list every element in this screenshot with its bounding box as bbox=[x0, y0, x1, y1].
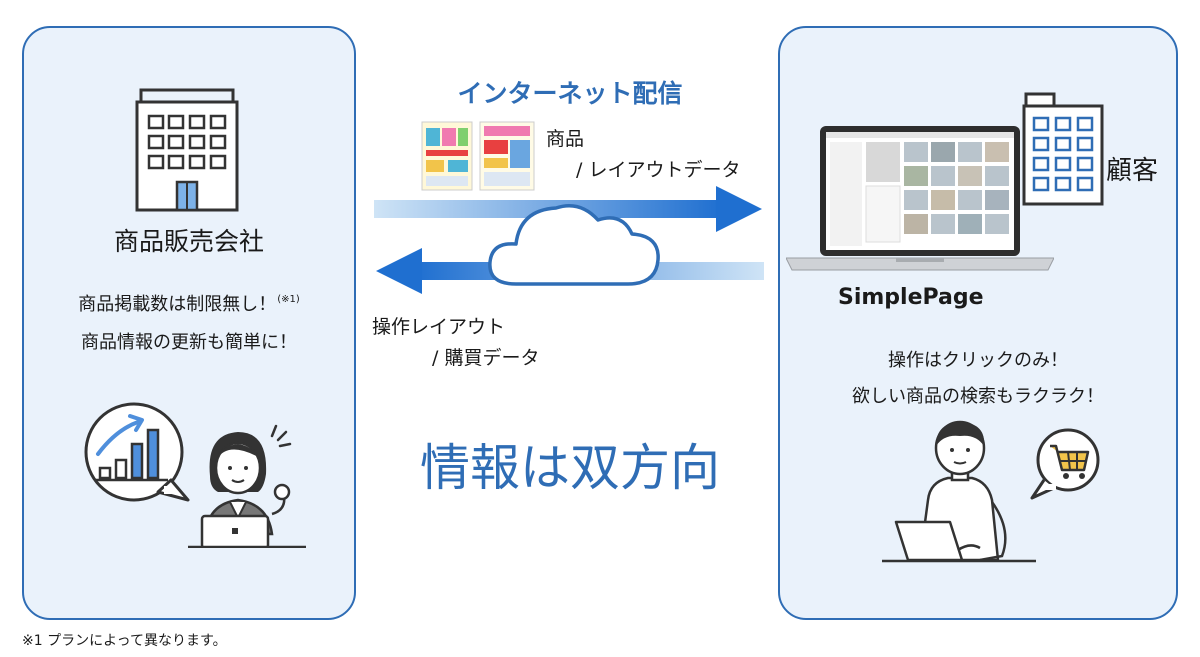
company-description-line2: 商品情報の更新も簡単に！ bbox=[81, 332, 297, 353]
man-laptop-icon bbox=[882, 420, 1036, 563]
data-cards-icon bbox=[421, 121, 535, 191]
download-label-line2: / レイアウトデータ bbox=[576, 159, 741, 181]
footnote: ※1 プランによって異なります。 bbox=[22, 633, 227, 649]
product-name: SimplePage bbox=[838, 285, 984, 310]
shopping-cart-icon bbox=[1030, 428, 1100, 500]
flow-title: インターネット配信 bbox=[457, 79, 683, 108]
laptop-screen-icon bbox=[786, 126, 1054, 271]
upload-label-line1: 操作レイアウト bbox=[372, 316, 506, 338]
company-description-line1: 商品掲載数は制限無し！(※1) bbox=[78, 294, 300, 315]
office-building-icon bbox=[135, 88, 239, 212]
customer-description-line2: 欲しい商品の検索もラクラク！ bbox=[852, 386, 1104, 407]
rising-chart-icon bbox=[84, 402, 190, 502]
download-label-line1: 商品 bbox=[546, 128, 585, 150]
businesswoman-laptop-icon bbox=[188, 424, 306, 548]
data-flow-arrows bbox=[374, 186, 764, 294]
customer-label: 顧客 bbox=[1106, 156, 1159, 186]
footnote-marker: (※1) bbox=[277, 294, 300, 305]
customer-building-icon bbox=[1022, 92, 1104, 206]
company-title: 商品販売会社 bbox=[113, 227, 264, 256]
upload-label-line2: / 購買データ bbox=[432, 347, 540, 369]
cloud-icon bbox=[488, 204, 660, 286]
customer-description-line1: 操作はクリックのみ！ bbox=[888, 350, 1068, 371]
bidirectional-label: 情報は双方向 bbox=[420, 439, 720, 497]
